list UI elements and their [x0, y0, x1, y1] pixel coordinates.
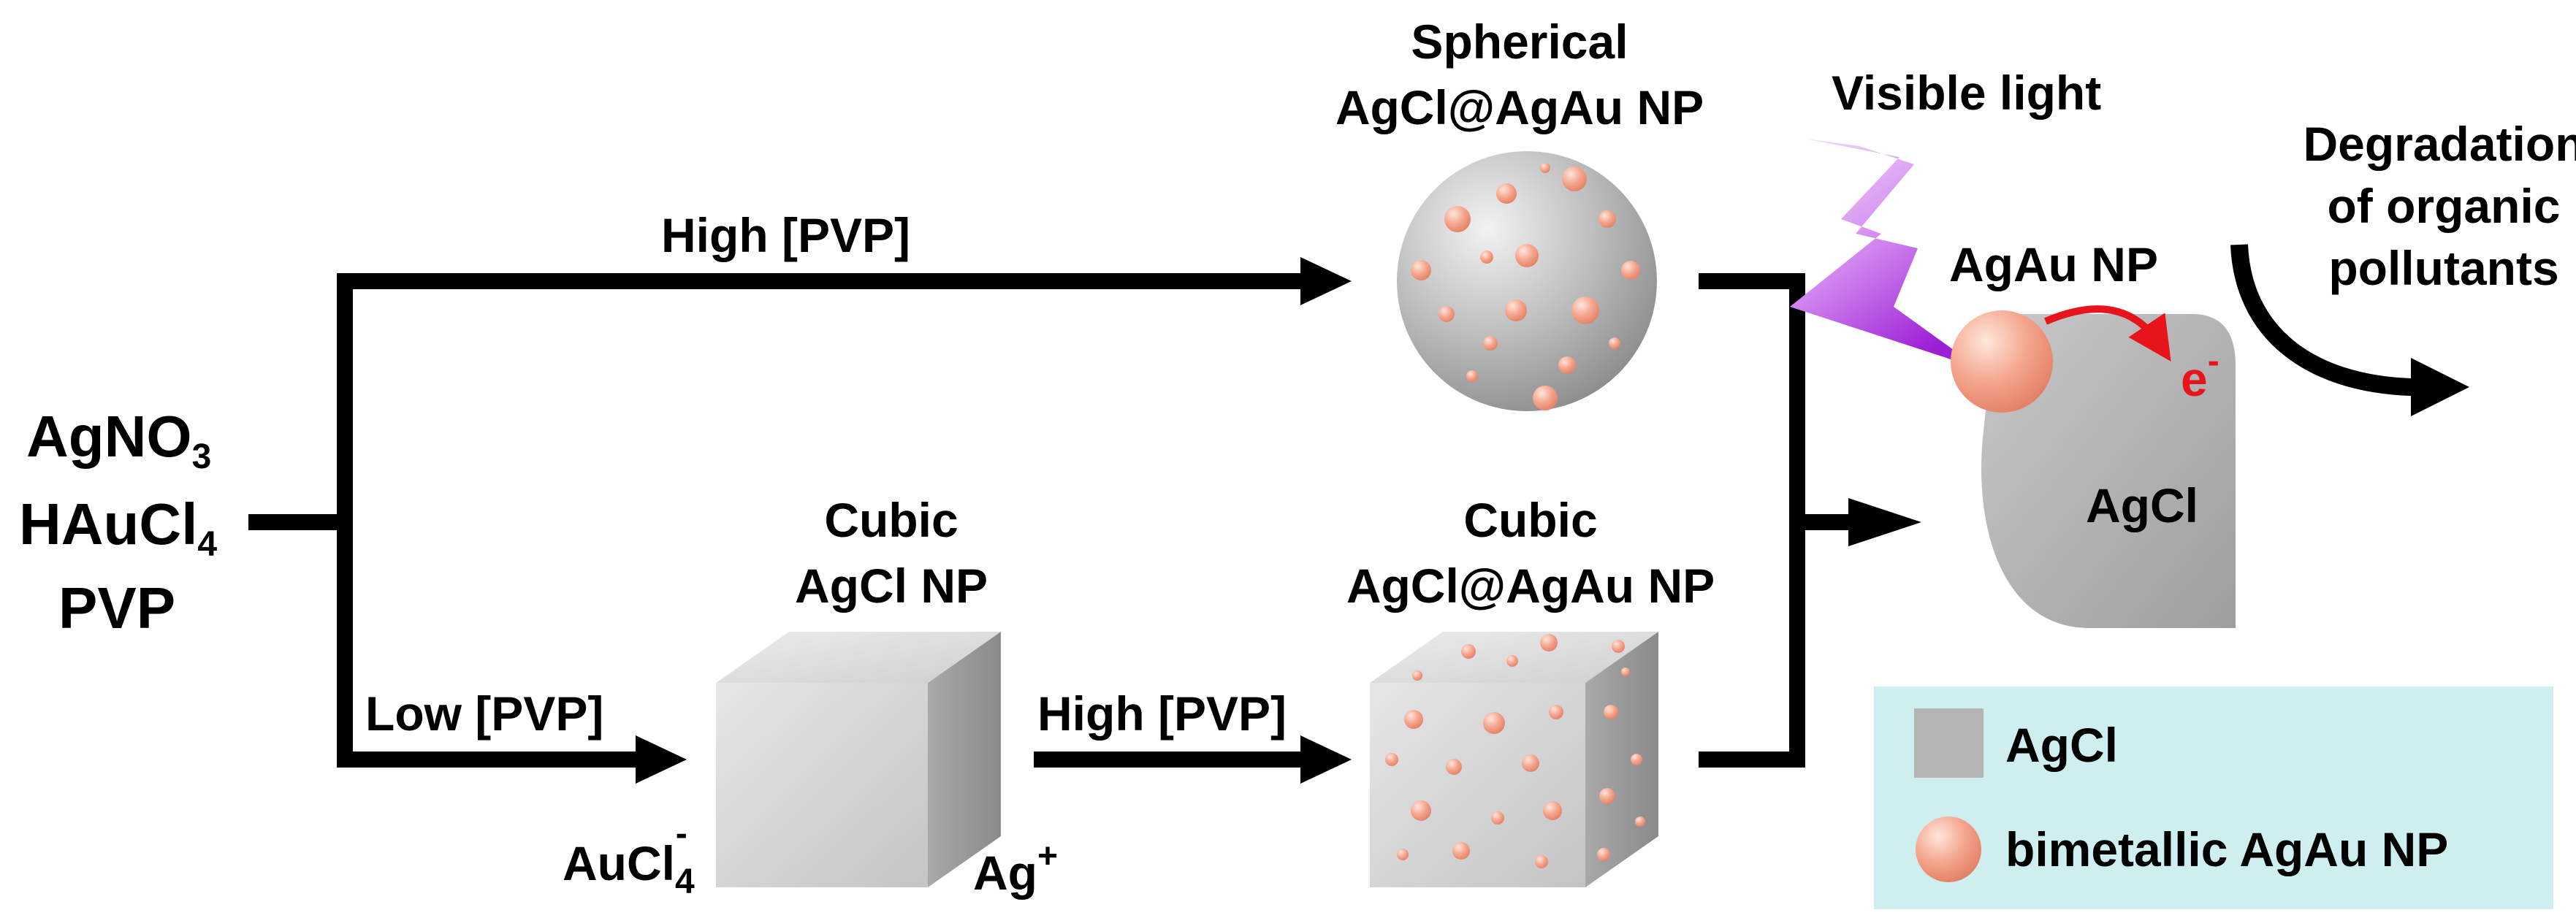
- legend-agcl-label: AgCl: [2005, 718, 2118, 772]
- degradation-line2: of organic: [2327, 179, 2560, 233]
- arrow-head-top: [1300, 257, 1352, 305]
- cube1-top: [716, 632, 1001, 683]
- reactants: AgNO3 HAuCl4 PVP: [19, 404, 217, 640]
- spherical-title-2: AgCl@AgAu NP: [1335, 80, 1704, 134]
- label-aucl4: AuCl4-: [563, 814, 695, 901]
- reactant-haucl4: HAuCl4: [19, 491, 217, 564]
- cube1-front: [716, 683, 928, 887]
- label-high-pvp-top: High [PVP]: [661, 208, 910, 262]
- legend-box: [1874, 686, 2553, 909]
- degradation-arrow-head: [2411, 358, 2469, 416]
- agcl-particle: [1981, 314, 2236, 628]
- arrow-heads: [636, 257, 1921, 784]
- spherical-particles: [1411, 163, 1640, 410]
- cubic-agau-title-1: Cubic: [1463, 493, 1597, 547]
- cubic-agcl-np: [716, 632, 1001, 887]
- legend-agcl-swatch: [1914, 708, 1984, 778]
- legend: AgCl bimetallic AgAu NP: [1874, 686, 2553, 909]
- cubic-agcl-title-1: Cubic: [824, 493, 958, 547]
- spherical-title-1: Spherical: [1411, 15, 1628, 69]
- reactant-pvp: PVP: [58, 575, 175, 640]
- agau-np-sphere: [1951, 310, 2053, 413]
- label-high-pvp-bottom: High [PVP]: [1037, 686, 1287, 741]
- upper-branch-line: [337, 273, 1308, 760]
- cube2-particles: [1385, 634, 1645, 868]
- label-agcl-body: AgCl: [2086, 478, 2198, 532]
- reactant-agno3: AgNO3: [26, 404, 211, 476]
- merge-bracket: [1699, 273, 1805, 768]
- arrow-head-low: [636, 735, 687, 784]
- degradation-line3: pollutants: [2328, 241, 2558, 295]
- electron-transfer-arrow: [2044, 305, 2171, 362]
- light-bolt-icon: [1790, 139, 1980, 369]
- legend-agau-label: bimetallic AgAu NP: [2005, 822, 2448, 876]
- degradation-line1: Degradation: [2303, 117, 2576, 171]
- cubic-agau-title-2: AgCl@AgAu NP: [1346, 559, 1715, 613]
- spherical-agcl-body: [1397, 151, 1657, 411]
- branch-lines: [248, 273, 1856, 768]
- degradation-arrow: [2230, 244, 2418, 396]
- label-agau-np: AgAu NP: [1949, 237, 2158, 291]
- cubic-agcl-title-2: AgCl NP: [795, 559, 988, 613]
- label-electron: e-: [2181, 342, 2219, 406]
- label-low-pvp: Low [PVP]: [365, 686, 603, 741]
- arrow-head-merge: [1848, 498, 1921, 546]
- legend-agau-swatch: [1916, 816, 1981, 882]
- label-visible-light: Visible light: [1832, 66, 2101, 120]
- arrow-head-mid: [1300, 735, 1352, 784]
- spherical-np: [1397, 151, 1657, 411]
- cubic-agau-np: [1370, 632, 1658, 887]
- cube1-side: [928, 632, 1001, 887]
- label-ag-plus: Ag+: [973, 837, 1058, 900]
